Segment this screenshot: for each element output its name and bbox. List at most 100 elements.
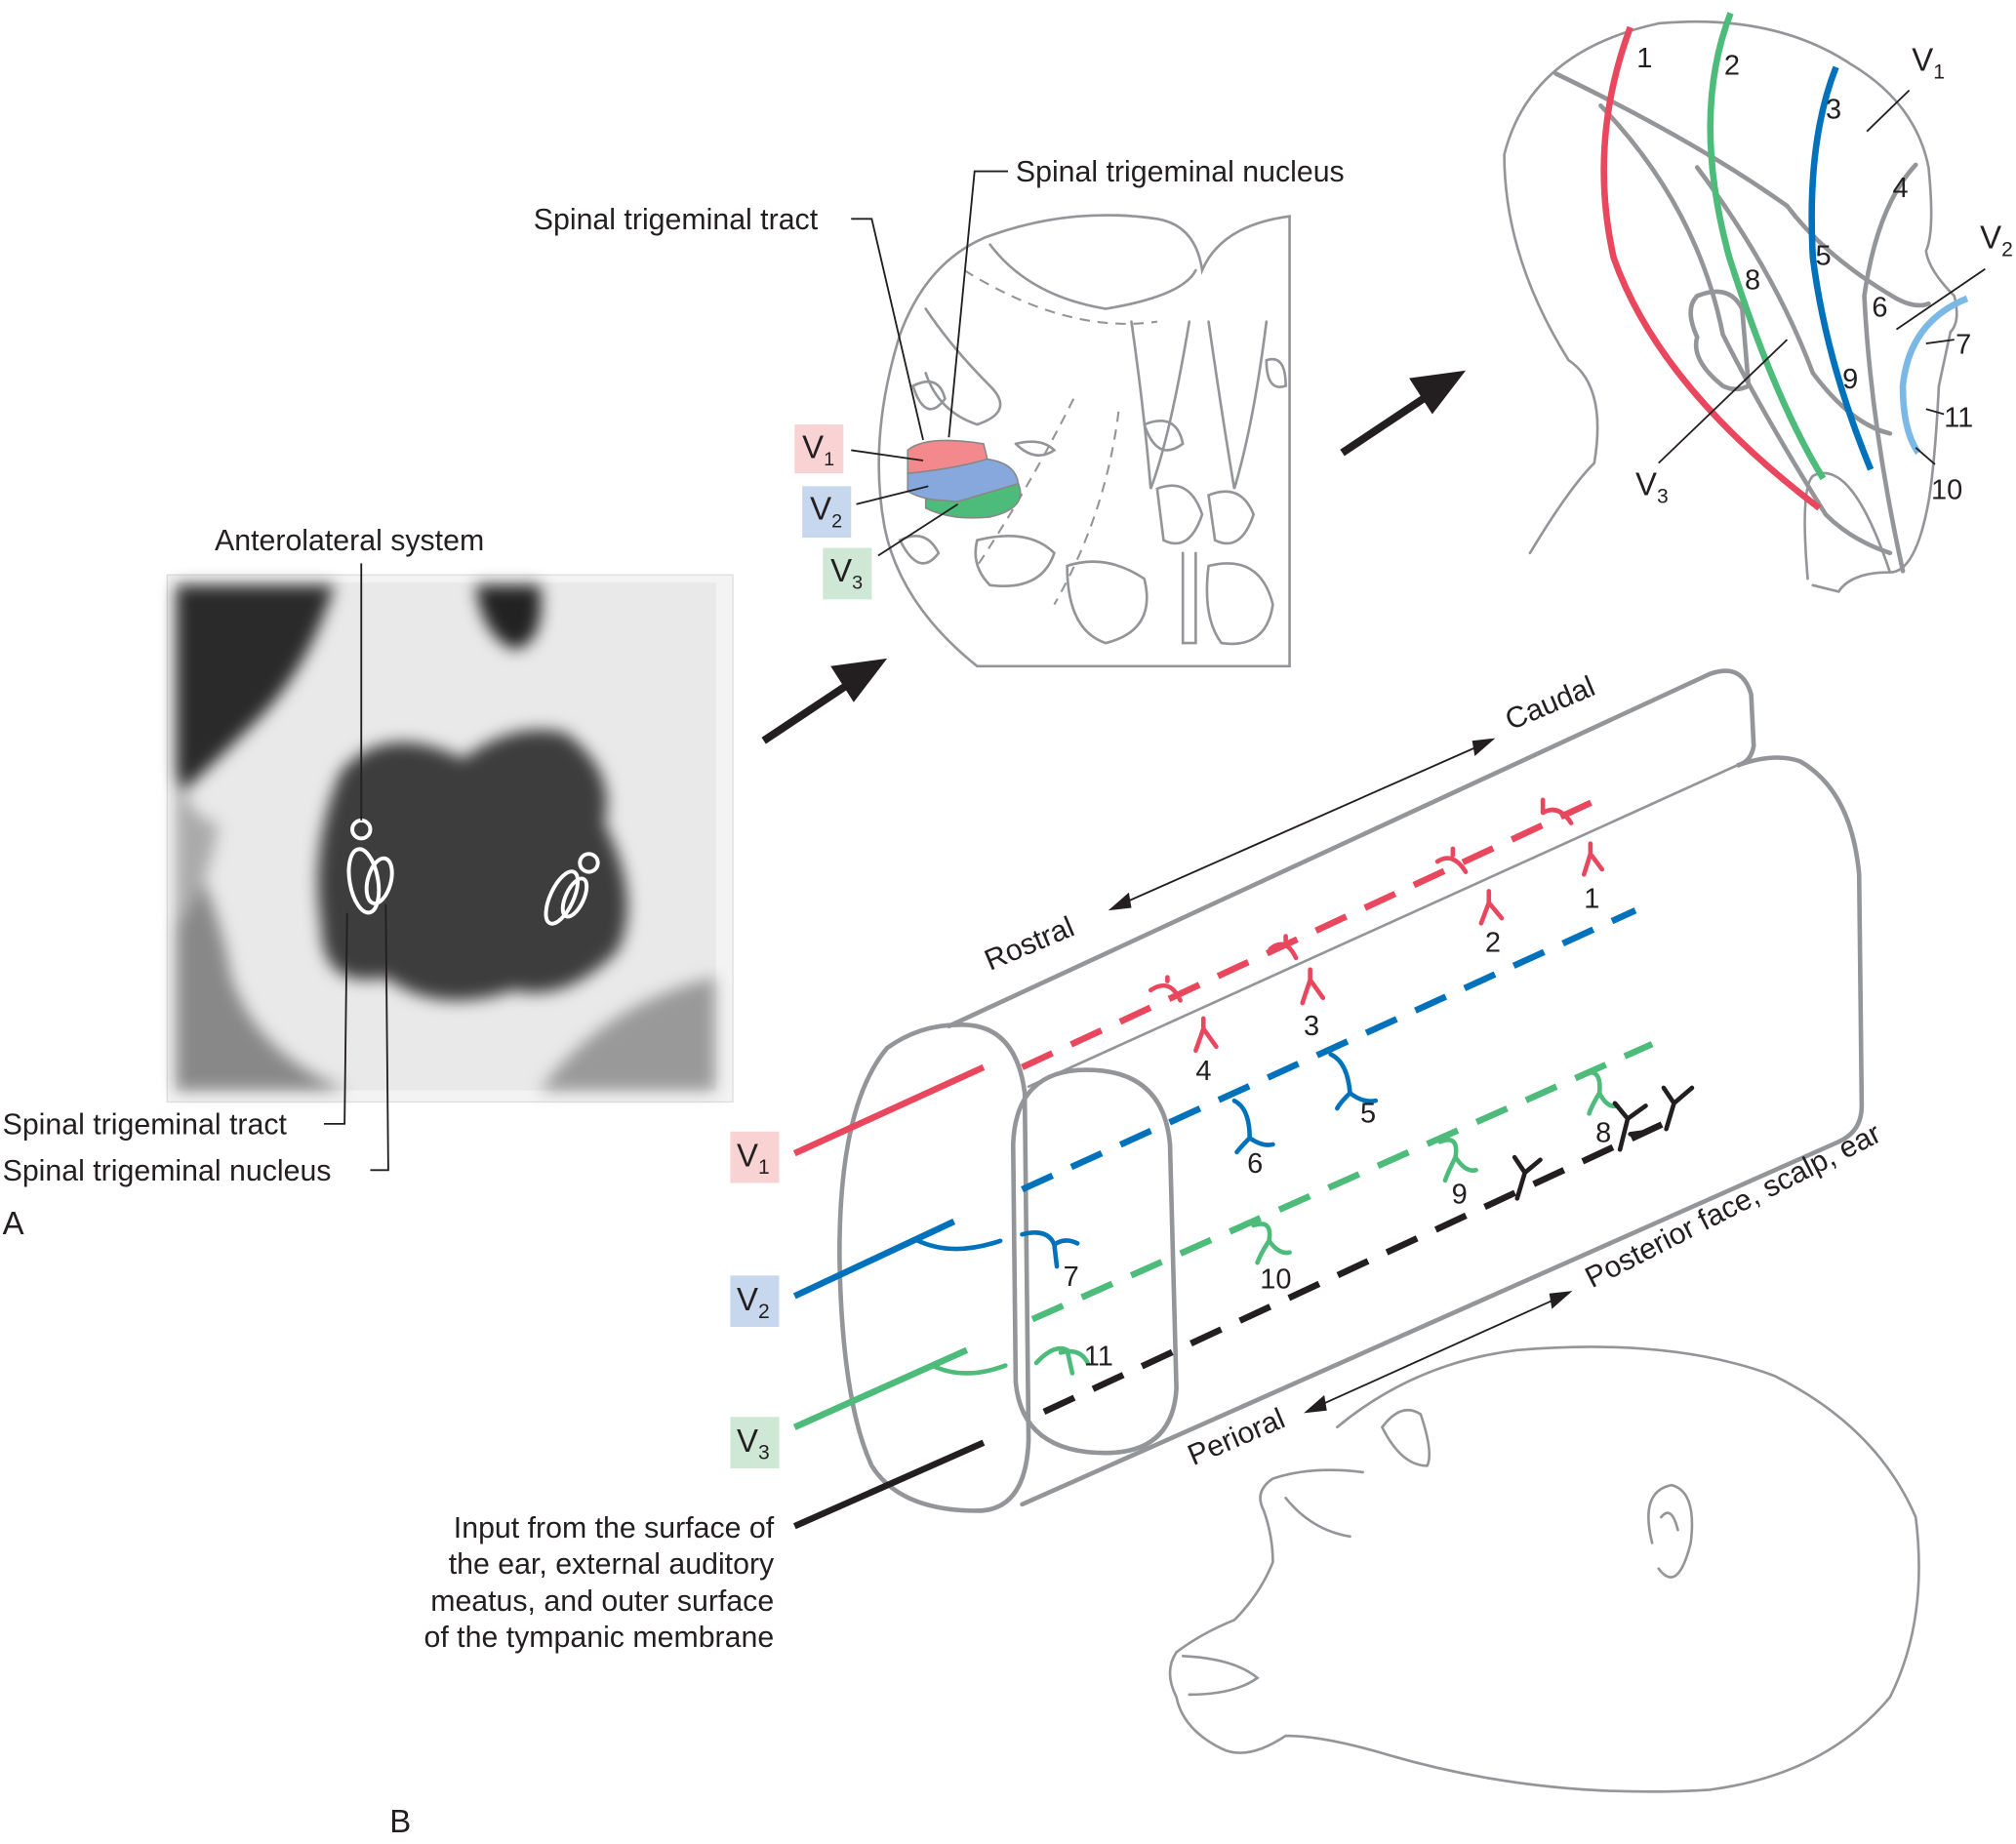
diagram-shape xyxy=(1313,1295,1563,1409)
diagram-label: V2 xyxy=(1980,220,2013,261)
diagram-label: V xyxy=(737,1137,758,1173)
diagram-shape xyxy=(1265,357,1287,388)
diagram-shape xyxy=(1053,411,1120,606)
panel-a-letter: A xyxy=(3,1205,24,1241)
head-dermatome-map xyxy=(1503,12,1969,593)
diagram-shape xyxy=(1552,71,1931,308)
diagram-label: V xyxy=(1912,42,1933,78)
diagram-shape xyxy=(1030,1041,1654,1323)
diagram-shape xyxy=(1143,420,1185,452)
diagram-shape xyxy=(974,535,1056,587)
cross-section-nucleus-label: Spinal trigeminal nucleus xyxy=(1016,156,1345,188)
diagram-label: V1 xyxy=(802,428,834,470)
diagram-label: 10 xyxy=(1931,475,1962,506)
panel-a-tract-label: Spinal trigeminal tract xyxy=(3,1108,288,1141)
panel-a-nucleus-label: Spinal trigeminal nucleus xyxy=(3,1155,332,1187)
diagram-label: V xyxy=(1980,220,2001,256)
diagram-shape xyxy=(802,486,852,539)
diagram-label: 6 xyxy=(1247,1148,1263,1180)
diagram-shape xyxy=(1658,339,1789,464)
diagram-shape xyxy=(1033,1345,1090,1376)
diagram-shape xyxy=(1866,89,1911,133)
diagram-shape xyxy=(1694,165,1893,436)
panel-b-v1-box: V1 xyxy=(730,1131,780,1183)
fiber-terminals xyxy=(1020,797,1695,1376)
ear-input-label: Input from the surface of the ear, exter… xyxy=(424,1512,776,1654)
diagram-shape xyxy=(761,680,851,744)
diagram-shape xyxy=(1803,471,1892,581)
fiber-numbers: 1 2 3 4 5 6 7 8 9 10 11 xyxy=(1064,884,1612,1373)
diagram-shape xyxy=(877,214,1291,668)
diagram-shape xyxy=(1380,1409,1431,1467)
diagram-shape xyxy=(730,1417,780,1468)
diagram-shape xyxy=(1020,755,1865,1507)
diagram-label: 3 xyxy=(1304,1011,1319,1042)
diagram-shape xyxy=(1660,1511,1679,1532)
diagram-shape xyxy=(792,1219,956,1300)
diagram-shape xyxy=(1581,841,1605,877)
diagram-shape xyxy=(1409,370,1467,415)
diagram-shape xyxy=(1066,560,1149,645)
diagram-shape xyxy=(976,398,1075,567)
diagram-label: 8 xyxy=(1595,1117,1611,1148)
diagram-label: V3 xyxy=(830,552,863,594)
diagram-label: V1 xyxy=(737,1137,770,1179)
diagram-shape xyxy=(1808,65,1875,471)
diagram-shape xyxy=(856,485,929,505)
diagram-label: 9 xyxy=(1452,1180,1468,1211)
diagram-shape xyxy=(988,243,1197,310)
caudal-rostral-axis: Caudal Rostral xyxy=(980,670,1599,977)
diagram-shape xyxy=(792,1439,986,1530)
diagram-shape xyxy=(1581,1069,1620,1116)
diagram-shape xyxy=(1130,320,1191,490)
diagram-label: 5 xyxy=(1815,241,1831,272)
diagram-label: V xyxy=(810,491,831,527)
diagram-shape xyxy=(1181,1655,1260,1697)
diagram-label: 1 xyxy=(824,449,834,470)
diagram-shape xyxy=(924,307,1002,426)
diagram-shape xyxy=(912,1237,1003,1252)
spinal-nucleus-cylinder xyxy=(837,668,1865,1513)
arrow-icon xyxy=(761,658,888,744)
rostral-label: Rostral xyxy=(980,911,1078,978)
diagram-shape xyxy=(475,584,542,650)
cross-section-tract-label: Spinal trigeminal tract xyxy=(534,204,819,236)
diagram-shape xyxy=(346,847,382,915)
diagram-shape xyxy=(1168,1345,1920,1793)
diagram-label: V2 xyxy=(810,491,842,533)
diagram-label: 2 xyxy=(831,510,842,532)
diagram-shape xyxy=(176,584,335,798)
diagram-shape xyxy=(1600,25,1822,511)
diagram-shape xyxy=(176,584,715,1091)
diagram-shape xyxy=(1155,484,1204,545)
diagram-shape xyxy=(1010,1067,1179,1456)
diagram-shape xyxy=(1231,1098,1275,1155)
diagram-shape xyxy=(1862,162,1918,574)
diagram-shape xyxy=(1895,267,1986,331)
diagram-shape xyxy=(830,658,888,702)
nerve-v3-fibers xyxy=(792,1041,1654,1430)
panel-a-photo xyxy=(166,574,734,1103)
diagram-shape xyxy=(910,380,947,411)
diagram-label: 3 xyxy=(1826,94,1841,125)
diagram-shape xyxy=(560,876,589,919)
diagram-label: of the tympanic membrane xyxy=(424,1622,775,1654)
nerve-ear-fibers xyxy=(792,1118,1671,1530)
diagram-shape xyxy=(1268,934,1299,961)
diagram-shape xyxy=(1027,759,1748,1088)
diagram-shape xyxy=(578,852,600,874)
diagram-label: V3 xyxy=(737,1423,770,1464)
diagram-shape xyxy=(877,503,959,557)
tract-leader xyxy=(324,912,348,1125)
diagram-label: 9 xyxy=(1842,364,1858,395)
nerve-v2-fibers xyxy=(792,907,1637,1300)
diagram-label: 6 xyxy=(1872,292,1887,323)
diagram-shape xyxy=(730,1275,780,1328)
panel-b-letter: B xyxy=(389,1803,411,1839)
diagram-label: 2 xyxy=(2001,238,2013,261)
diagram-shape xyxy=(1014,440,1057,458)
diagram-shape xyxy=(1340,392,1430,457)
diagram-label: 1 xyxy=(1584,884,1599,915)
diagram-shape xyxy=(1915,339,1955,465)
diagram-shape xyxy=(1205,562,1274,646)
